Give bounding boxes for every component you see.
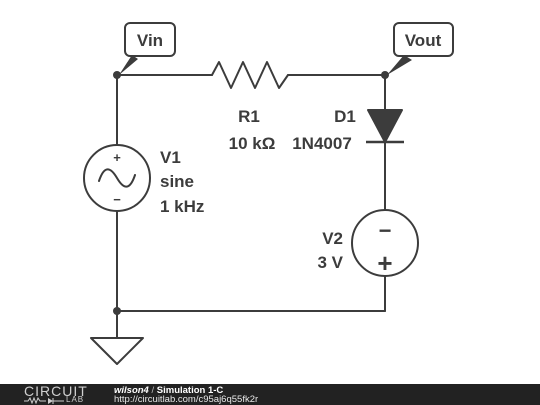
circuit-url-link[interactable]: http://circuitlab.com/c95aj6q55fk2r xyxy=(114,394,259,405)
v1-name-label[interactable]: V1 xyxy=(160,148,181,167)
resistor-r1-symbol xyxy=(211,61,289,89)
source-v2-minus-sign: − xyxy=(379,218,392,243)
footer-meta-line: wilson4 / Simulation 1-C xyxy=(114,385,223,396)
source-v2-plus-sign: + xyxy=(377,248,392,278)
junction-dot-vin xyxy=(113,71,121,79)
r1-value-label[interactable]: 10 kΩ xyxy=(229,134,276,153)
d1-part-label[interactable]: 1N4007 xyxy=(292,134,352,153)
circuit-title[interactable]: Simulation 1-C xyxy=(156,385,224,396)
source-v1-symbol: + − xyxy=(83,144,151,212)
source-v1-plus-sign: + xyxy=(113,150,121,165)
junction-dot-bottom-left xyxy=(113,307,121,315)
footer-separator: / xyxy=(151,385,155,396)
circuitlab-logo-text: CIRCUIT xyxy=(24,383,88,399)
v1-frequency-label[interactable]: 1 kHz xyxy=(160,197,204,216)
vout-label-text: Vout xyxy=(405,31,442,50)
ground-symbol xyxy=(90,337,144,365)
footer-bar: CIRCUIT LAB wilson4 / Simulation 1-C htt… xyxy=(0,384,540,405)
d1-name-label[interactable]: D1 xyxy=(334,107,356,126)
v2-value-label[interactable]: 3 V xyxy=(317,253,343,272)
circuitlab-logo-sub: LAB xyxy=(66,395,85,404)
v1-type-label[interactable]: sine xyxy=(160,172,194,191)
vin-node-label[interactable]: Vin xyxy=(119,22,176,75)
junction-dot-vout xyxy=(381,71,389,79)
vout-node-label[interactable]: Vout xyxy=(387,22,454,75)
source-v2-symbol: − + xyxy=(351,209,419,278)
source-v1-minus-sign: − xyxy=(113,192,121,207)
r1-name-label[interactable]: R1 xyxy=(238,107,260,126)
author-link[interactable]: wilson4 xyxy=(114,385,149,396)
circuitlab-logo-wave-icon xyxy=(24,397,64,404)
diode-d1-symbol xyxy=(367,109,403,143)
vin-label-text: Vin xyxy=(137,31,163,50)
v2-name-label[interactable]: V2 xyxy=(322,229,343,248)
